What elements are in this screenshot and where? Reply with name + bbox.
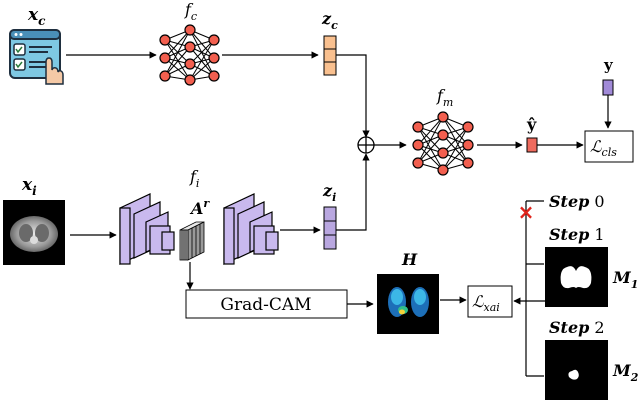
mask-m1-image [545, 247, 608, 307]
mask-m2-image [545, 340, 608, 400]
xai-loss-box [467, 285, 513, 318]
yhat-prediction-cell [526, 137, 538, 153]
zi-embedding-vector [323, 206, 337, 250]
lcls-label: ℒcls [590, 137, 617, 159]
zc-embedding-vector [323, 35, 337, 76]
cnn-encoder-blocks-right [223, 193, 279, 265]
classification-loss-box [584, 130, 634, 163]
arrow-zc-to-concat [336, 54, 370, 138]
fm-label: fm [436, 86, 453, 109]
fm-neural-network-icon [412, 111, 474, 176]
m1-label: M1 [612, 268, 638, 291]
zi-label: zi [322, 181, 336, 204]
y-label: y [603, 56, 614, 74]
yhat-label: ŷ [526, 115, 537, 134]
xc-label: xc [27, 5, 46, 28]
clinical-data-input: xc [9, 5, 64, 85]
gradcam-label: Grad-CAM [220, 295, 311, 315]
gradcam-box [185, 289, 348, 319]
heatmap-image [377, 274, 439, 334]
disabled-cross-icon: × [518, 200, 535, 224]
ct-scan-image [3, 200, 65, 265]
fc-neural-network-icon [159, 24, 220, 86]
arrow-zi-to-concat [336, 153, 370, 231]
zc-label: zc [321, 9, 338, 32]
h-label: H [401, 250, 418, 269]
fc-label: fc [184, 0, 197, 23]
attention-feature-cube [179, 221, 205, 261]
cnn-encoder-blocks-left [119, 193, 175, 265]
concatenation-operator [357, 136, 375, 154]
m2-label: M2 [612, 361, 639, 384]
clipboard-icon [9, 29, 64, 85]
xi-label: xi [21, 175, 37, 198]
fi-label: fi [189, 167, 199, 190]
y-label-cell [602, 79, 614, 96]
lxai-label: ℒxai [472, 292, 500, 314]
ar-label: Ar [189, 197, 210, 218]
